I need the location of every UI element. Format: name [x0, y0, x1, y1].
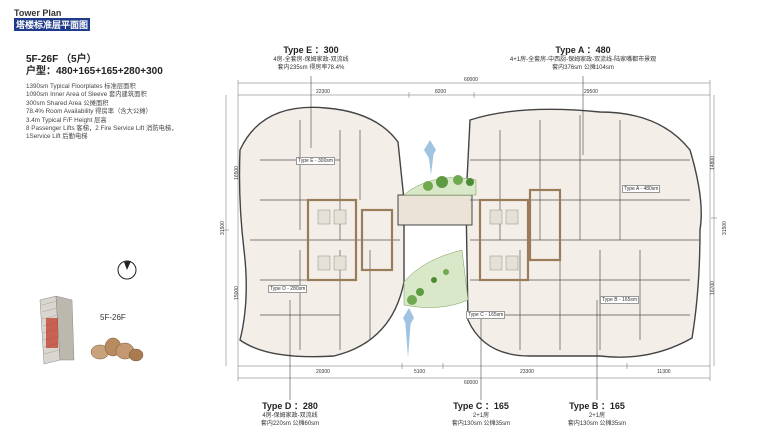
dim-bottom-seg: 11300 [657, 369, 671, 375]
unit-area: 套内376sm 公摊104sm [552, 65, 614, 71]
spec-line: 3.4m Typical F/F Height 层高 [26, 116, 107, 124]
unit-label-type-a: Type A ：480 4+1房-全套房-中西厨-保姆家政-双流线-陆家嘴都市景… [493, 43, 673, 72]
unit-area: 套内220sm 公摊60sm [260, 421, 320, 427]
dim-right-seg: 14800 [709, 156, 716, 170]
unit-desc: 4房-全套房-保姆家政-双流线 [273, 57, 349, 63]
dim-bottom-seg: 5100 [414, 369, 426, 375]
unit-label-type-d: Type D ：280 4房-保姆家政-双流线 套内220sm 公摊60sm [240, 399, 340, 428]
unit-area: 套内235sm 得房率78.4% [277, 65, 345, 71]
dim-left-seg: 16500 [233, 166, 240, 180]
dim-top-seg: 29500 [584, 89, 598, 95]
spec-line: 300sm Shared Area 公摊面积 [26, 99, 109, 107]
unit-area: 套内130sm 公摊35sm [451, 421, 511, 427]
compass-icon [117, 260, 137, 280]
view-arrow-icon [403, 140, 436, 358]
spec-line: 1Service Lift 后勤电梯 [26, 133, 88, 141]
unit-title: Type A ：480 [555, 45, 611, 55]
unit-mix: 户型：480+165+165+280+300 [26, 66, 163, 77]
dim-right-seg: 16700 [709, 281, 716, 295]
floor-range: 5F-26F （5户） [26, 54, 97, 65]
key-plan-floor-label: 5F-26F [100, 313, 126, 322]
garden-planting [403, 175, 477, 308]
plan-tag-type-e: Type E - 300sm [296, 157, 336, 165]
unit-label-type-b: Type B ：165 2+1房 套内130sm 公摊35sm [552, 399, 642, 428]
dim-top-seg: 8200 [435, 89, 447, 95]
dim-left-total: 31500 [219, 221, 226, 235]
page-title-cn: 塔楼标准层平面图 [14, 18, 91, 31]
dimension-lines [223, 80, 717, 381]
dim-bottom-total: 60000 [464, 380, 478, 386]
spec-list: 1390sm Typical Floorplates 标准层面积 1090sm … [26, 83, 178, 142]
spec-line: 8 Passenger Lifts 客梯，2 Fire Service Lift… [26, 125, 178, 133]
unit-desc: 2+1房 [588, 413, 606, 419]
plan-tag-type-c: Type C - 165sm [466, 311, 506, 319]
tower-key-plan-icon [39, 295, 144, 365]
core-walls [306, 188, 562, 282]
unit-desc: 4+1房-全套房-中西厨-保姆家政-双流线-陆家嘴都市景观 [509, 57, 657, 63]
dim-bottom-seg: 20300 [316, 369, 330, 375]
lift-core [317, 209, 519, 271]
spec-line: 1090sm Inner Area of Sleeve 套内建筑面积 [26, 91, 147, 99]
dim-top-seg: 22300 [316, 89, 330, 95]
leader-lines [289, 76, 598, 400]
dim-right-total: 31500 [721, 221, 728, 235]
unit-title: Type E ：300 [283, 45, 339, 55]
unit-title: Type D ：280 [262, 401, 318, 411]
spec-line: 1390sm Typical Floorplates 标准层面积 [26, 83, 136, 90]
plan-tag-type-d: Type D - 280sm [268, 285, 308, 293]
plan-tag-type-b: Type B - 165sm [600, 296, 640, 304]
floor-plate [238, 106, 702, 358]
dim-bottom-seg: 23300 [520, 369, 534, 375]
unit-desc: 2+1房 [472, 413, 490, 419]
dim-left-seg: 15000 [233, 286, 240, 300]
unit-label-type-e: Type E ：300 4房-全套房-保姆家政-双流线 套内235sm 得房率7… [255, 43, 367, 72]
page-title-en: Tower Plan [14, 8, 62, 18]
plan-tag-type-a: Type A - 480sm [622, 185, 661, 193]
unit-title: Type B ：165 [569, 401, 625, 411]
unit-title: Type C ：165 [453, 401, 509, 411]
unit-label-type-c: Type C ：165 2+1房 套内130sm 公摊35sm [436, 399, 526, 428]
unit-area: 套内130sm 公摊35sm [567, 421, 627, 427]
spec-line: 78.4% Room Availability 得房率（含大公摊） [26, 108, 152, 116]
unit-desc: 4房-保姆家政-双流线 [262, 413, 318, 419]
dim-top-total: 60000 [464, 77, 478, 83]
